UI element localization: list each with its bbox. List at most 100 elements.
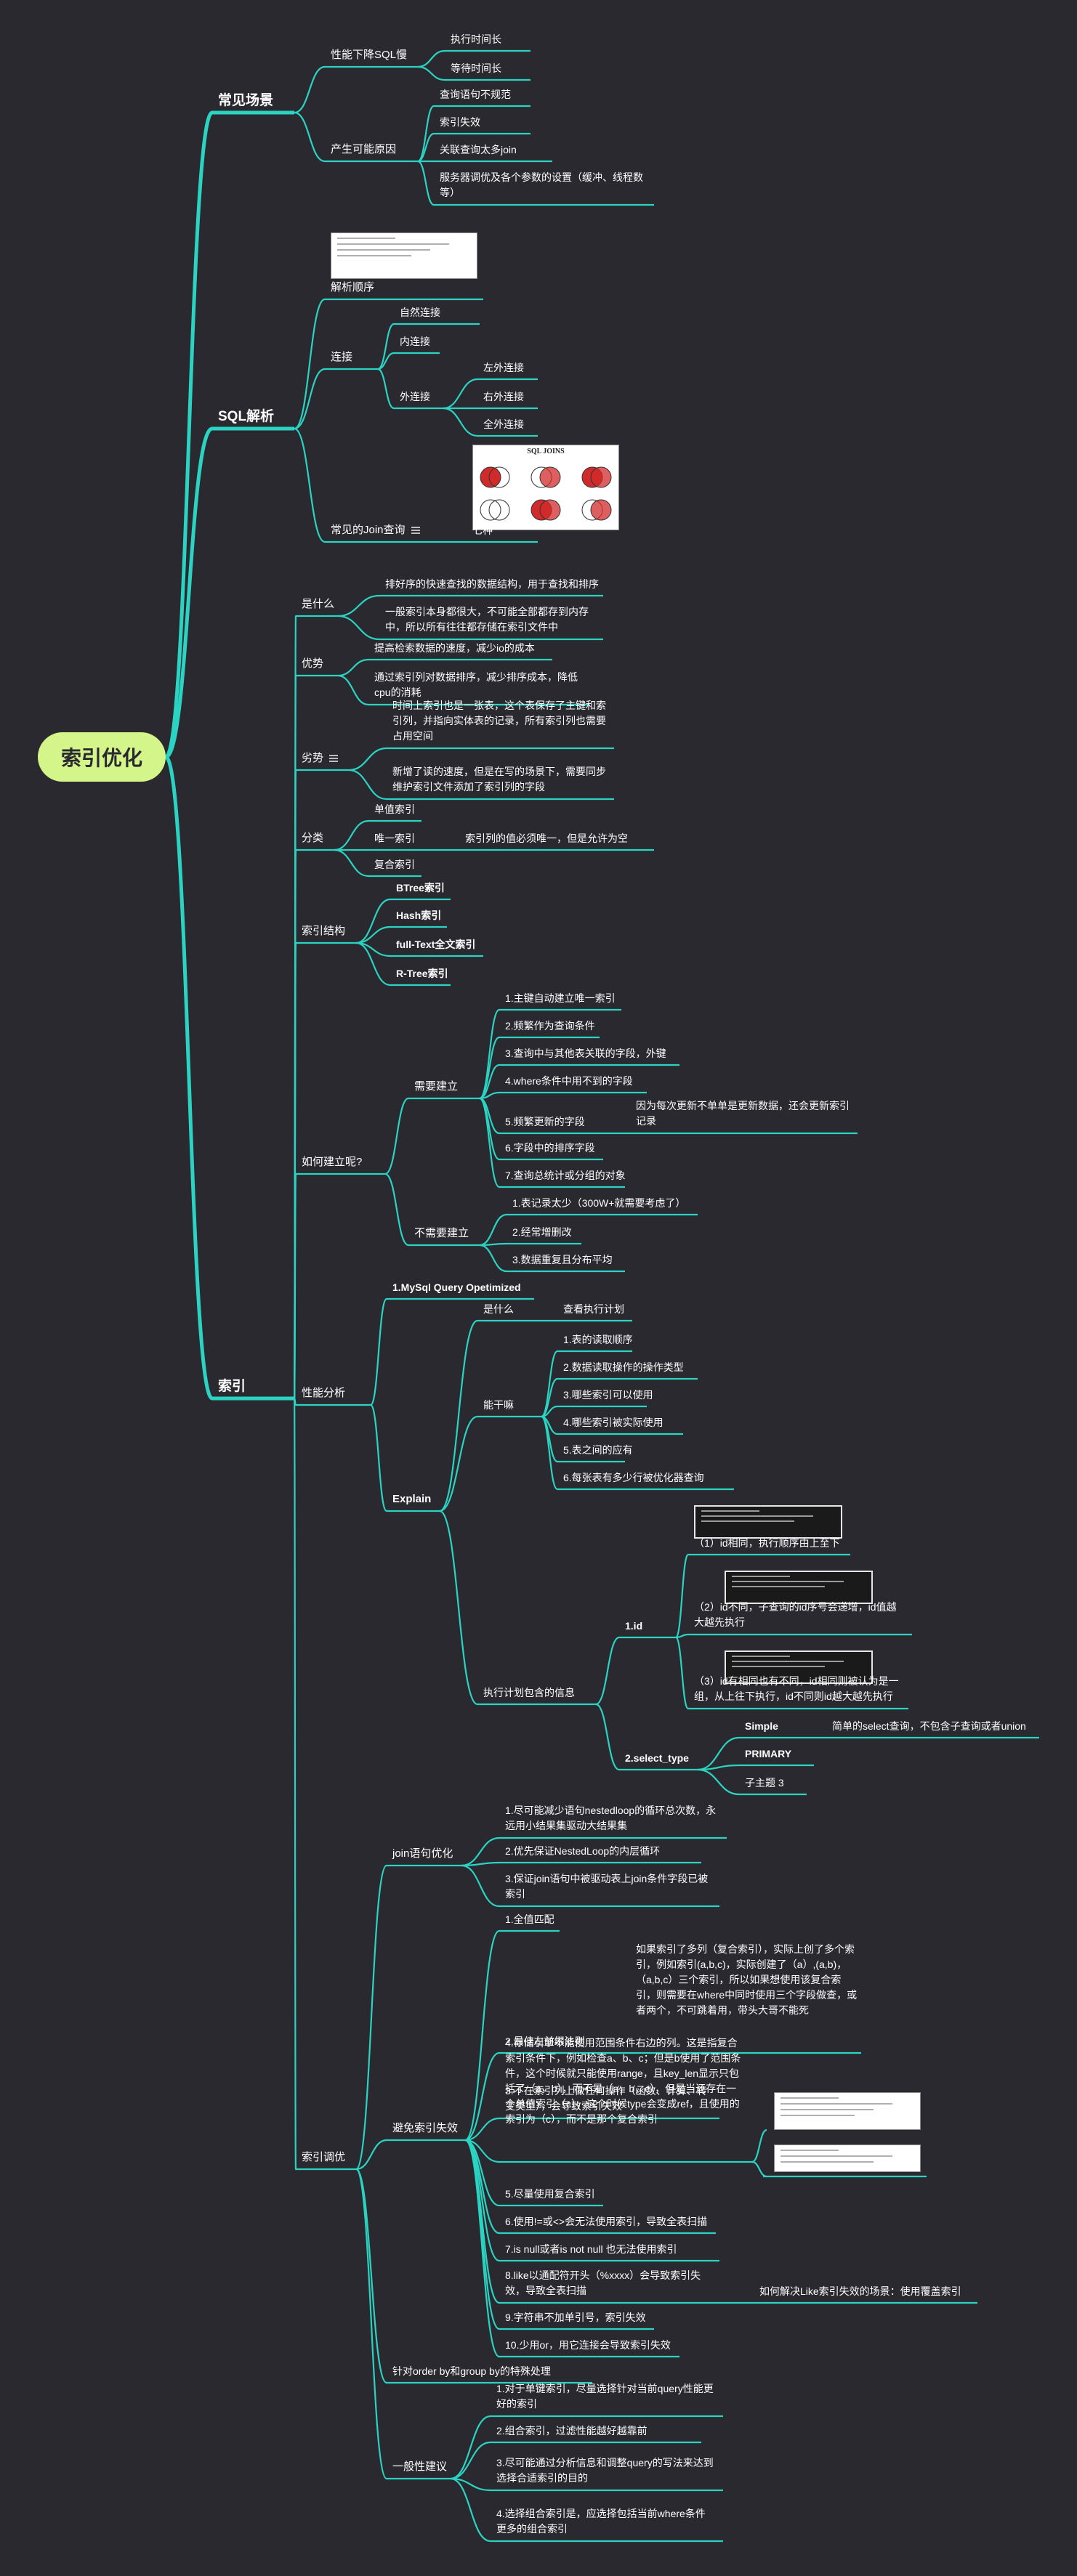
cause-join: 关联查询太多join (440, 144, 517, 155)
connector-curve (377, 352, 395, 370)
connector-curve (417, 49, 445, 68)
connector-curve (450, 2415, 491, 2480)
orderby-groupby: 针对order by和group by的特殊处理 (392, 2365, 551, 2377)
connector-curve (294, 427, 326, 543)
no-3: 3.数据重复且分布平均 (512, 1254, 613, 1265)
explain-what-value: 查看执行计划 (563, 1303, 624, 1315)
avoid-8: 8.like以通配符开头（%xxxx）会导致索引失效，导致全表扫描 (505, 2269, 701, 2296)
connector-curve (334, 848, 369, 878)
avoid-7: 7.is null或者is not null 也无法使用索引 (505, 2243, 677, 2255)
avoid-2: 2.最佳左前缀法则 (505, 2036, 585, 2047)
connector-curve (164, 110, 214, 759)
full-outer-join: 全外连接 (483, 418, 524, 430)
connector-curve (450, 2441, 491, 2480)
need-1: 1.主键自动建立唯一索引 (505, 992, 616, 1004)
need-2: 2.频繁作为查询条件 (505, 1020, 595, 1032)
fulltext: full-Text全文索引 (396, 939, 476, 950)
id-2: （2）id不同，子查询的id序号会递增，id值越大越先执行 (694, 1601, 897, 1628)
need-5: 5.频繁更新的字段 (505, 1116, 585, 1127)
avoid-5: 5.尽量使用复合索引 (505, 2188, 595, 2200)
connector-curve (417, 65, 445, 81)
connector-curve (479, 1213, 507, 1247)
outer-join: 外连接 (400, 391, 430, 402)
connector-curve (369, 1297, 388, 1406)
connector-curve (334, 819, 369, 851)
root-node: 索引优化 (38, 732, 166, 782)
notes-icon (329, 753, 339, 764)
index-cons: 劣势 (302, 751, 339, 766)
connector-curve (479, 1097, 500, 1188)
connector-curve (674, 1636, 690, 1710)
connector-curve (595, 1703, 620, 1771)
venn-diagram-icon (480, 466, 612, 521)
select-simple: Simple (745, 1720, 778, 1732)
connector-curve (443, 407, 478, 437)
connector-curve (355, 941, 391, 987)
wait-time-long: 等待时间长 (451, 62, 501, 74)
connector-curve (675, 1633, 689, 1639)
avoid-3: 3.不在索引列上做任何操作（函数、计算、转变类型），会导致索引失效 (505, 2085, 707, 2112)
no-2: 2.经常增删改 (512, 1226, 572, 1238)
right-outer-join: 右外连接 (483, 391, 524, 402)
connector-curve (294, 65, 326, 114)
need-create: 需要建立 (414, 1080, 459, 1093)
index-tuning: 索引调优 (302, 2151, 346, 2163)
connector-curve (355, 2168, 388, 2480)
connector-curve (674, 1553, 690, 1639)
avoid-8-note: 如何解决Like索引失效的场景：使用覆盖索引 (759, 2285, 961, 2297)
advice-4: 4.选择组合索引是，应选择包括当前where条件更多的组合索引 (496, 2508, 706, 2535)
slow-sql: 性能下降SQL慢 (331, 49, 408, 61)
connector-curve (355, 898, 391, 944)
need-4: 4.where条件中用不到的字段 (505, 1075, 633, 1087)
sql-joins-image-title: SQL JOINS (527, 447, 565, 455)
possible-causes: 产生可能原因 (331, 143, 397, 155)
join-3: 3.保证join语句中被驱动表上join条件字段已被索引 (505, 1873, 709, 1900)
id-same-screenshot (694, 1505, 842, 1539)
natural-join: 自然连接 (400, 307, 440, 318)
how-to-create: 如何建立呢? (302, 1156, 363, 1168)
connector-curve (355, 1864, 388, 2171)
can-item-1: 1.表的读取顺序 (563, 1334, 633, 1345)
connector-curve (464, 1929, 500, 2142)
connector-curve (751, 2160, 767, 2178)
connector-curve (355, 2139, 387, 2171)
connector-curve (541, 1377, 558, 1418)
general-advice: 一般性建议 (392, 2460, 448, 2473)
common-join-queries: 常见的Join查询 (331, 523, 420, 538)
cause-server: 服务器调优及各个参数的设置（缓冲、线程数等） (440, 171, 643, 198)
need-3: 3.查询中与其他表关联的字段，外键 (505, 1048, 666, 1059)
connector-curve (294, 298, 326, 430)
connector-curve (697, 1768, 740, 1796)
explain-info: 执行计划包含的信息 (483, 1687, 575, 1698)
connector-curve (337, 615, 380, 641)
advice-3: 3.尽可能通过分析信息和调整query的写法来达到选择合适索引的目的 (496, 2457, 714, 2484)
unique-index: 唯一索引 (374, 833, 415, 844)
join-2: 2.优先保证NestedLoop的内层循环 (505, 1845, 661, 1857)
branch-common-scenarios: 常见场景 (218, 93, 274, 108)
cons-1: 时间上索引也是一张表，这个表保存了主键和索引列，并指向实体表的记录，所有索引列也… (392, 700, 606, 742)
connector-curve (377, 368, 395, 410)
advice-2: 2.组合索引，过滤性能越好越靠前 (496, 2425, 648, 2437)
sql-joins-image: SQL JOINS (472, 445, 619, 530)
connector-curve (337, 594, 380, 617)
connector-curve (464, 2052, 500, 2142)
select-sub3: 子主题 3 (745, 1777, 784, 1789)
connector-curve (464, 2139, 500, 2330)
simple-note: 简单的select查询，不包含子查询或者union (832, 1720, 1026, 1732)
id-1: （1）id相同，执行顺序由上至下 (694, 1537, 840, 1549)
connector-curve (697, 1764, 740, 1771)
avoid-9: 9.字符串不加单引号，索引失效 (505, 2312, 646, 2323)
connector-curve (293, 1397, 297, 2171)
join-optimize: join语句优化 (392, 1847, 453, 1860)
seven-kinds: 七种 (472, 524, 493, 536)
select-primary: PRIMARY (745, 1748, 792, 1759)
connector-curve (294, 111, 326, 163)
avoid-index-invalid: 避免索引失效 (392, 2122, 459, 2134)
connector-curve (439, 1319, 478, 1512)
pros-2: 通过索引列对数据排序，减少排序成本，降低cpu的消耗 (374, 671, 578, 698)
connector-curve (450, 2477, 491, 2543)
rtree: R-Tree索引 (396, 968, 448, 979)
unique-note: 索引列的值必须唯一，但是允许为空 (465, 833, 628, 844)
branch-index: 索引 (218, 1379, 246, 1394)
